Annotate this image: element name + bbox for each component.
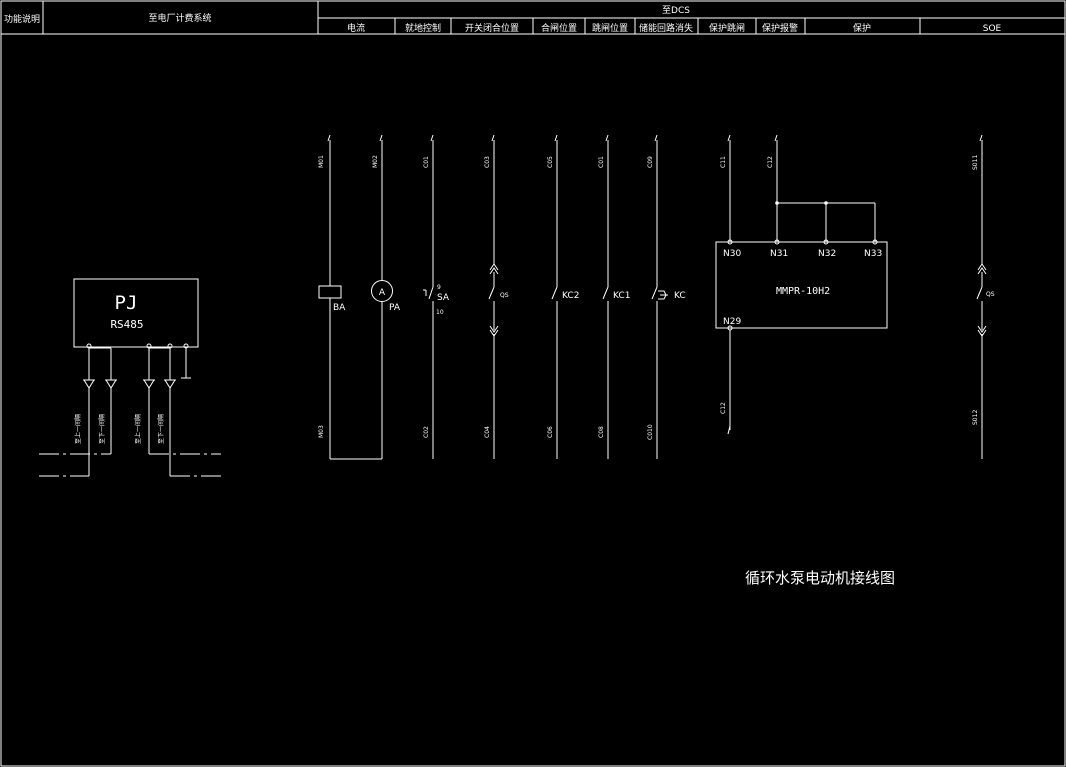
ammeter-icon [371,280,393,302]
kc2-contact: KC2 [551,140,579,459]
wire-label-c05: C05 [547,156,554,168]
pa-label: PA [389,303,401,313]
current-circuit: A BA PA [318,140,401,460]
wire-labels-top: M01 M02 C01 C03 C05 C01 C09 C11 C12 S011 [318,155,979,170]
pj-meter-protocol: RS485 [110,318,143,331]
wire-label-m02: M02 [372,155,379,168]
col-current: 电流 [347,22,365,34]
wire-label-c12b: C12 [720,402,727,414]
col-energy-loss: 储能回路消失 [639,22,693,34]
col-local-control: 就地控制 [405,22,441,34]
to-dcs-label: 至DCS [662,5,690,16]
terminal-ticks [327,134,983,142]
wire-label-c09: C09 [647,156,654,168]
terminal-n32: N32 [818,249,836,259]
wire-label-c04: C04 [484,426,491,438]
wire-label-c12: C12 [767,156,774,168]
link-label-1: 至上一间隔 [74,414,82,444]
soe-qs-label: QS [986,291,995,298]
col-close-position: 合闸位置 [541,22,577,34]
diagram-title: 循环水泵电动机接线图 [745,569,895,587]
sa-pin-top: 9 [437,284,441,291]
wire-label-m01: M01 [318,155,325,168]
wire-labels-bottom: M03 C02 C04 C06 C08 C010 C12 S012 [318,402,979,440]
kc2-label: KC2 [562,291,579,301]
sa-label: SA [437,293,450,303]
terminal-n33: N33 [864,249,882,259]
kc1-label: KC1 [613,291,630,301]
pj-meter-box [73,278,199,348]
wire-label-c01b: C01 [598,156,605,168]
pj-meter-name: PJ [115,292,138,314]
function-label: 功能说明 [4,13,40,25]
pj-meter: PJ RS485 至上一间隔 至下一间隔 [39,278,221,477]
relay-box [715,241,888,329]
wire-label-c01: C01 [423,156,430,168]
kc1-contact: KC1 [602,140,630,459]
link-label-4: 至下一间隔 [157,414,165,444]
sa-pin-bottom: 10 [436,309,444,316]
relay-model: MMPR-10H2 [776,286,830,297]
wire-label-c010: C010 [647,424,654,440]
soe-contact: QS [976,140,995,459]
ba-coil-icon [318,285,342,299]
header-table: 功能说明 至电厂计费系统 至DCS 电流 就地控制 开关闭合位置 合闸位置 跳闸… [1,1,1065,35]
relay-block: N30 N31 N32 N33 N29 MMPR-10H2 [715,140,888,435]
link-label-2: 至下一间隔 [98,414,106,444]
ba-label: BA [333,303,346,313]
sa-switch: SA 9 10 [423,140,450,459]
col-protect: 保护 [853,22,871,34]
wire-label-s012: S012 [972,410,979,425]
wire-label-m03: M03 [318,425,325,438]
col-switch-closed: 开关闭合位置 [465,22,519,34]
link-label-3: 至上一间隔 [134,414,142,444]
wire-label-c06: C06 [547,426,554,438]
terminal-n31: N31 [770,249,788,259]
wire-label-c08: C08 [598,426,605,438]
qs-label: QS [500,292,509,299]
ammeter-symbol: A [379,288,386,298]
wire-label-c02: C02 [423,426,430,438]
wire-label-c03: C03 [484,156,491,168]
qs-switch: QS [488,140,509,459]
col-trip-position: 跳闸位置 [592,22,628,34]
col-soe: SOE [983,24,1002,34]
terminal-n30: N30 [723,249,741,259]
kc-label: KC [674,291,686,301]
wire-label-s011: S011 [972,155,979,170]
plant-system-label: 至电厂计费系统 [148,12,211,24]
col-protect-alarm: 保护报警 [762,22,798,34]
wire-label-c11: C11 [720,156,727,168]
kc-contact: KC [651,140,686,459]
col-protect-trip: 保护跳闸 [709,22,745,34]
terminal-n29: N29 [723,317,741,327]
